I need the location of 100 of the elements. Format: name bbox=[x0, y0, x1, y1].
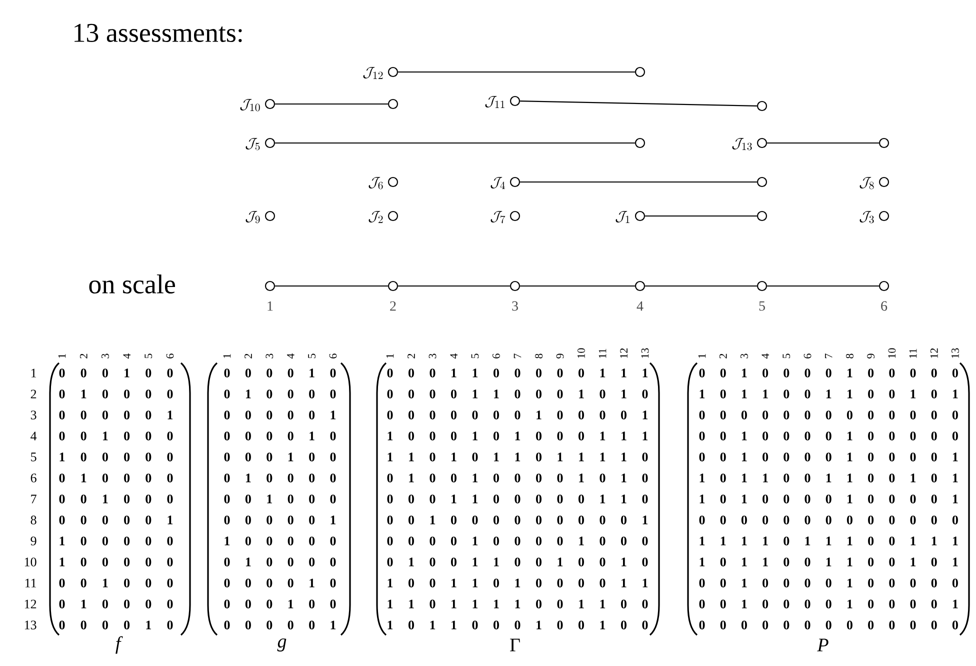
row-number: 7 bbox=[31, 494, 36, 504]
row-number: 13 bbox=[24, 620, 36, 630]
column-number: 6 bbox=[329, 354, 337, 358]
matrix-row: 0 0 1 0 0 0 bbox=[59, 494, 173, 504]
column-number: 2 bbox=[244, 354, 252, 358]
column-number: 3 bbox=[102, 354, 109, 358]
tick-label: 5 bbox=[759, 301, 765, 311]
row-number: 9 bbox=[30, 536, 36, 546]
matrix-row: 0 0 1 0 0 0 0 1 0 0 0 0 0 bbox=[699, 432, 958, 440]
matrix-row: 0 0 0 0 1 1 0 0 0 1 0 1 0 bbox=[387, 390, 648, 398]
endpoint-circle bbox=[634, 66, 646, 78]
assessment-label: $\mathcal{J}_{13}$ bbox=[732, 138, 752, 150]
endpoint-circle bbox=[756, 100, 768, 112]
interval-line bbox=[520, 100, 757, 106]
column-number: 2 bbox=[80, 354, 88, 358]
column-number: 13 bbox=[952, 348, 959, 358]
interval-line bbox=[645, 285, 757, 287]
matrix-name: g bbox=[277, 638, 286, 652]
column-number: 6 bbox=[492, 354, 500, 358]
column-number: 1 bbox=[698, 354, 706, 358]
interval-line bbox=[275, 285, 388, 287]
matrix-row: 0 0 1 0 0 0 0 1 0 0 0 0 0 bbox=[699, 368, 958, 378]
matrix-row: 0 0 1 0 0 0 0 0 0 0 0 0 1 bbox=[387, 516, 648, 524]
column-number: 5 bbox=[144, 354, 152, 358]
assessment-label: $\mathcal{J}_{7}$ bbox=[490, 211, 506, 224]
column-number: 12 bbox=[930, 348, 938, 358]
column-number: 8 bbox=[846, 354, 854, 358]
matrix-row: 0 1 0 0 1 1 0 0 1 0 0 1 0 bbox=[387, 558, 648, 566]
interval-line bbox=[398, 71, 635, 73]
matrix-row: 1 1 0 1 0 1 1 0 1 1 1 1 0 bbox=[388, 452, 648, 462]
column-number: 8 bbox=[535, 354, 543, 358]
assessment-label: $\mathcal{J}_{5}$ bbox=[246, 138, 260, 150]
matrix-row: 0 0 0 0 1 0 bbox=[224, 578, 336, 588]
matrix-row: 0 0 0 0 0 1 bbox=[224, 516, 336, 524]
row-number: 1 bbox=[31, 368, 36, 378]
tick-label: 1 bbox=[268, 301, 273, 311]
endpoint-circle bbox=[756, 210, 768, 222]
matrix-row: 0 0 0 0 0 1 bbox=[59, 410, 173, 420]
row-number: 3 bbox=[30, 410, 36, 420]
column-number: 7 bbox=[825, 354, 832, 358]
endpoint-circle bbox=[878, 138, 890, 148]
row-number: 8 bbox=[30, 516, 36, 524]
assessment-label: $\mathcal{J}_{4}$ bbox=[490, 177, 505, 189]
assessment-label: $\mathcal{J}_{9}$ bbox=[246, 211, 260, 224]
column-number: 5 bbox=[782, 354, 790, 358]
column-number: 6 bbox=[804, 354, 812, 358]
interval-line bbox=[767, 142, 879, 144]
assessment-label: $\mathcal{J}_{8}$ bbox=[860, 177, 874, 190]
scale-label: on scale bbox=[89, 274, 175, 294]
matrix-row: 0 0 0 0 0 1 bbox=[224, 620, 336, 630]
column-number: 6 bbox=[166, 354, 174, 358]
matrix-row: 0 1 0 0 0 0 bbox=[59, 600, 173, 608]
matrix-row: 1 1 1 1 0 1 1 1 0 0 1 1 1 bbox=[700, 536, 958, 546]
column-number: 10 bbox=[578, 348, 585, 358]
matrix-row: 0 1 0 0 0 0 bbox=[59, 474, 173, 482]
matrix-row: 0 0 0 0 0 0 0 0 0 0 0 0 0 bbox=[699, 620, 958, 630]
assessment-label: $\mathcal{J}_{6}$ bbox=[368, 177, 383, 190]
column-number: 2 bbox=[408, 354, 415, 358]
matrix-row: 0 0 1 0 0 0 bbox=[59, 432, 173, 440]
row-number: 2 bbox=[30, 390, 36, 398]
row-number: 10 bbox=[24, 558, 36, 566]
tick-label: 3 bbox=[512, 301, 518, 311]
interval-line bbox=[767, 285, 879, 287]
matrix-row: 1 0 0 1 1 0 1 0 0 0 0 1 1 bbox=[388, 578, 648, 588]
endpoint-circle bbox=[756, 176, 768, 188]
column-number: 9 bbox=[867, 354, 874, 358]
matrix-row: 0 1 0 0 0 0 bbox=[224, 390, 336, 398]
matrix-row: 1 1 0 1 1 1 1 0 0 1 1 0 0 bbox=[388, 600, 648, 608]
column-number: 12 bbox=[620, 348, 628, 358]
column-number: 4 bbox=[450, 353, 458, 359]
column-number: 4 bbox=[762, 353, 769, 359]
matrix-row: 1 0 1 0 0 0 0 1 0 0 0 0 1 bbox=[700, 494, 958, 504]
column-number: 3 bbox=[428, 354, 436, 358]
matrix-row: 1 0 0 0 0 0 bbox=[60, 452, 173, 462]
matrix-row: 1 0 1 1 0 0 1 1 0 0 1 0 1 bbox=[700, 474, 958, 482]
assessment-label: $\mathcal{J}_{12}$ bbox=[363, 67, 383, 79]
tick-label: 2 bbox=[390, 301, 396, 311]
matrix-row: 0 0 0 1 0 0 bbox=[224, 452, 336, 462]
interval-line bbox=[645, 215, 757, 217]
matrix-row: 1 0 1 1 0 0 1 1 0 0 1 0 1 bbox=[700, 390, 958, 398]
assessment-label: $\mathcal{J}_{1}$ bbox=[616, 211, 630, 223]
matrix-row: 0 0 0 0 1 0 bbox=[59, 620, 173, 630]
column-number: 5 bbox=[471, 354, 479, 358]
column-number: 11 bbox=[598, 348, 606, 358]
matrix-row: 0 0 0 0 0 1 bbox=[59, 516, 173, 524]
matrix-row: 0 0 1 0 0 0 0 1 0 0 0 0 1 bbox=[699, 600, 958, 608]
matrix-row: 0 0 0 0 1 0 bbox=[224, 432, 336, 440]
matrix-row: 0 0 0 0 1 0 0 0 0 1 0 0 0 bbox=[387, 536, 648, 546]
matrix-name: P bbox=[817, 638, 828, 652]
matrix-row: 0 0 1 0 0 0 bbox=[59, 578, 173, 588]
column-number: 13 bbox=[641, 348, 649, 358]
matrix-row: 0 1 0 0 0 0 bbox=[224, 558, 336, 566]
column-number: 2 bbox=[719, 354, 727, 358]
matrix-row: 0 0 1 0 0 0 0 1 0 0 0 0 0 bbox=[699, 578, 958, 588]
column-number: 1 bbox=[386, 354, 394, 358]
matrix-row: 0 0 1 0 0 0 0 1 0 0 0 0 1 bbox=[699, 452, 958, 462]
matrix-row: 1 0 0 0 0 0 bbox=[60, 558, 173, 566]
matrix-row: 0 1 0 0 0 0 bbox=[224, 474, 336, 482]
column-number: 5 bbox=[308, 354, 316, 358]
column-number: 1 bbox=[58, 354, 66, 358]
